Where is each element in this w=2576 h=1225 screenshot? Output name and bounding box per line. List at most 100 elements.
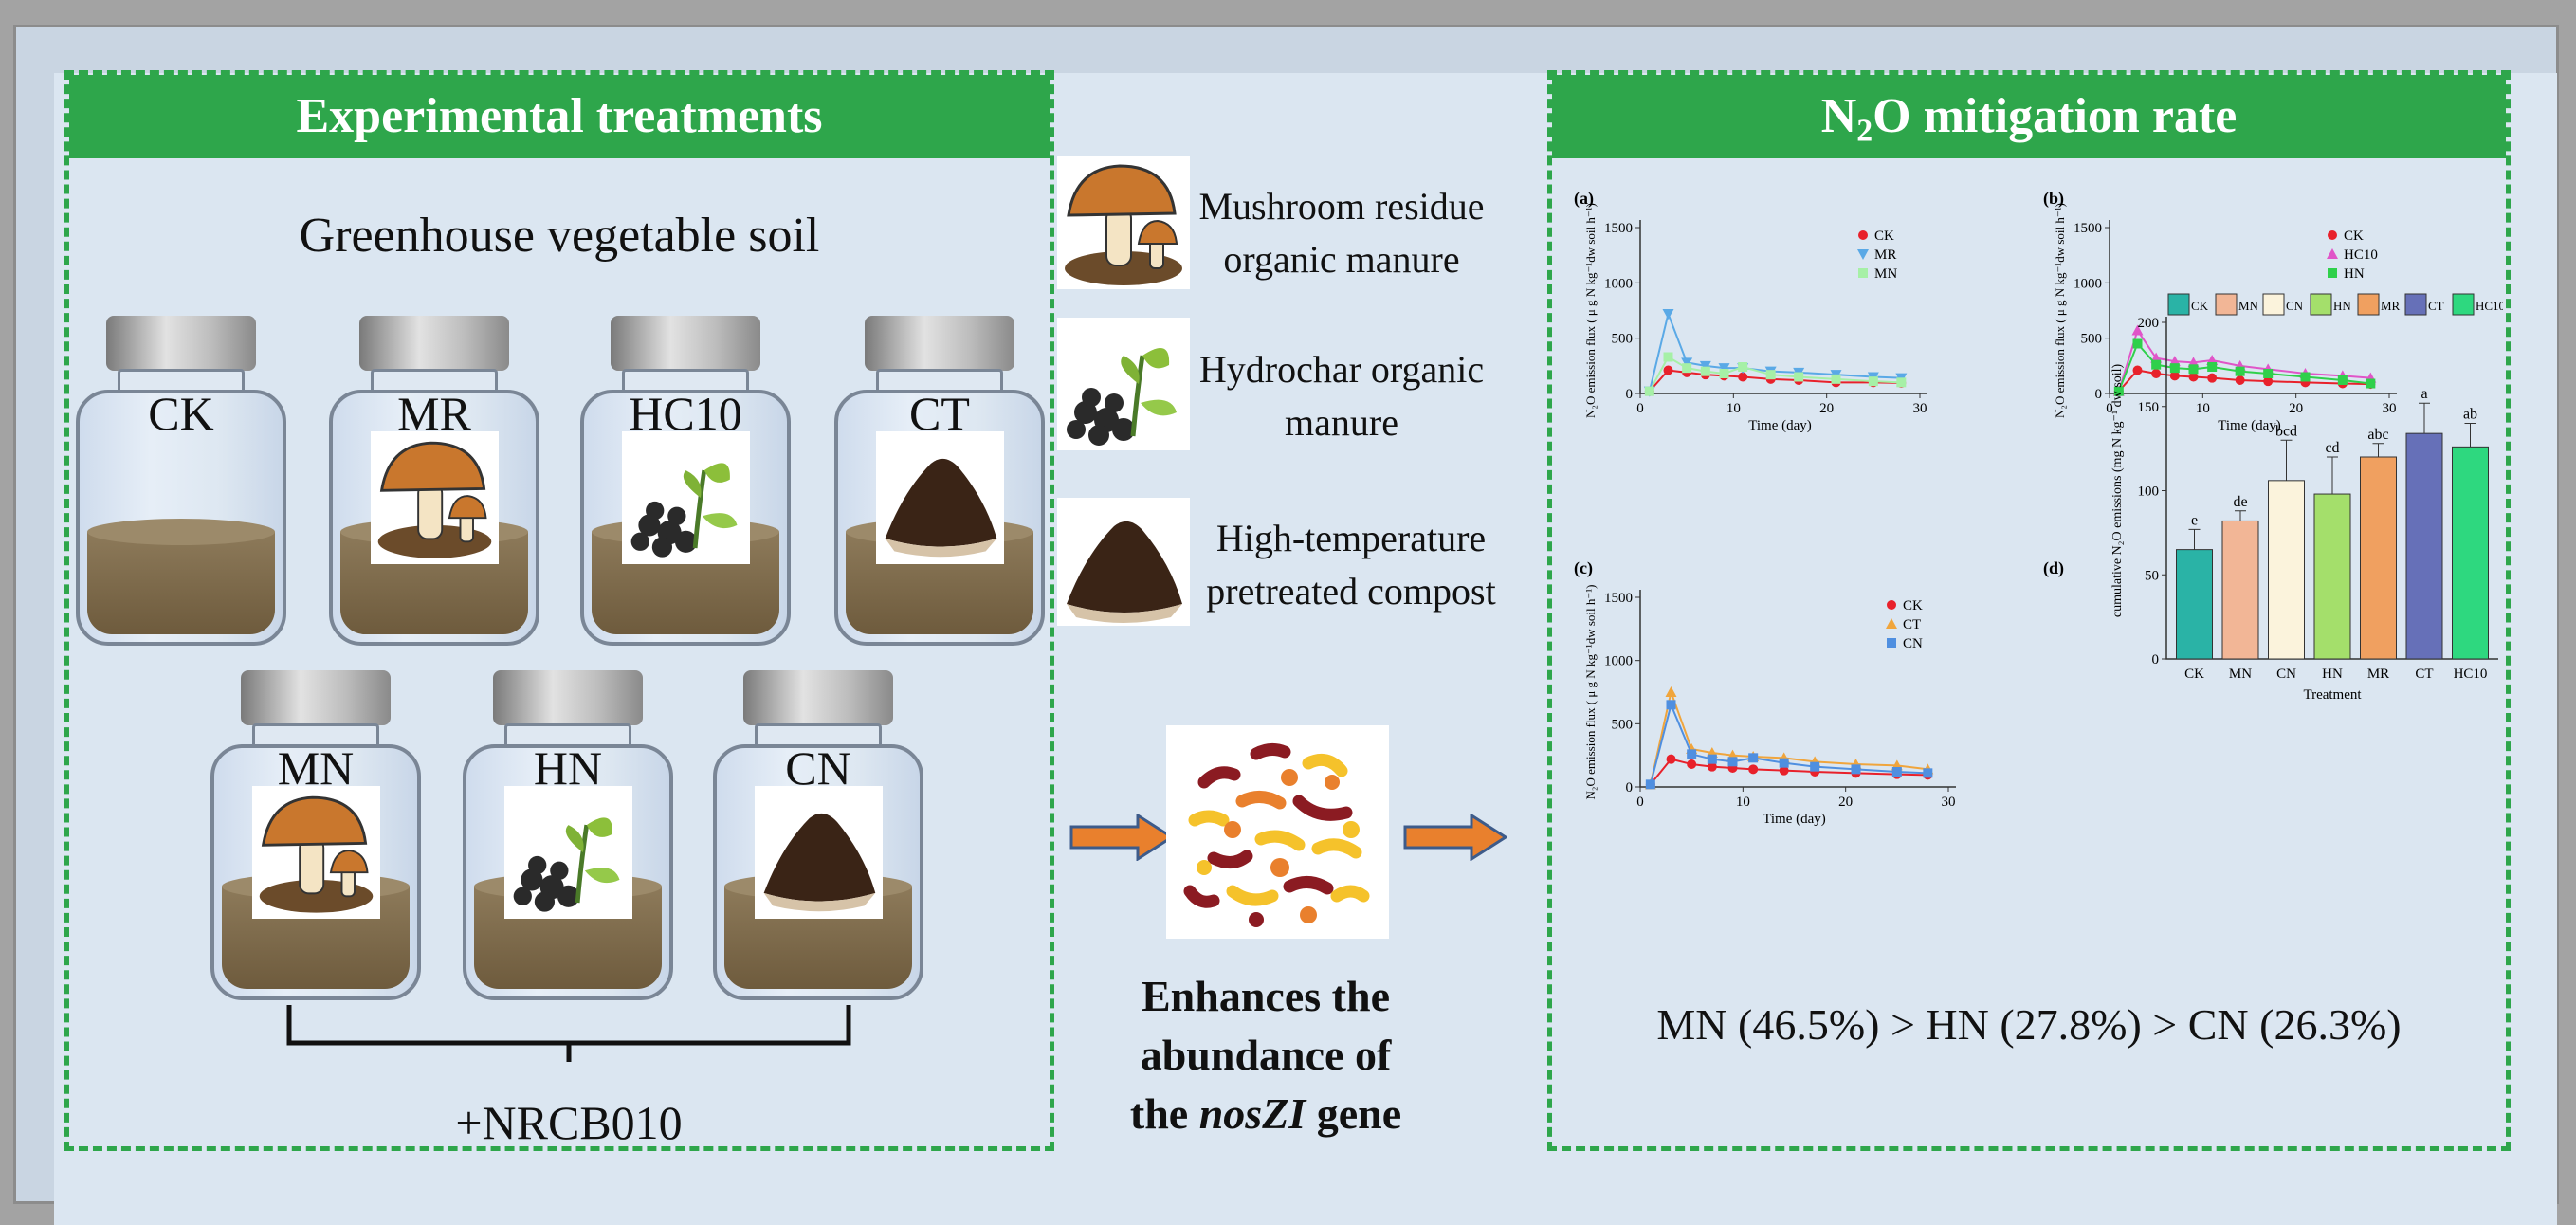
error-bar [2327, 456, 2338, 495]
data-point-cn [1666, 700, 1676, 710]
data-point-mn [1663, 352, 1673, 362]
legend-label-mn: MN [2238, 299, 2259, 313]
y-axis-title: cumulative N₂O emissions (mg N kg⁻¹ dw s… [2110, 364, 2125, 618]
gene-text-prefix: the [1129, 1089, 1199, 1138]
jar-body: HC10 [580, 390, 791, 646]
data-point-cn [1923, 768, 1933, 778]
data-point-hn [2235, 366, 2245, 376]
y-tick-label: 150 [2138, 400, 2160, 415]
data-point-mn [1765, 370, 1776, 380]
jar-lid [865, 316, 1014, 371]
y-tick-label: 0 [1626, 780, 1634, 795]
error-bar [2419, 402, 2430, 434]
legend-label-mn: MN [1874, 266, 1897, 282]
error-bar [2235, 510, 2246, 521]
compost-icon [755, 786, 883, 919]
data-point-hc10 [2131, 324, 2144, 336]
x-tick-label: 30 [1913, 401, 1927, 416]
mitigation-panel: N2O mitigation rate MN (46.5%) > HN (27.… [1547, 70, 2511, 1151]
outer-frame [13, 25, 2559, 1225]
legend-marker-cn [1887, 638, 1896, 648]
x-tick-label: 30 [1942, 795, 1956, 810]
legend-label-ck: CK [2191, 299, 2209, 313]
data-point-hn [2169, 363, 2180, 374]
jar-body: HN [463, 744, 673, 1000]
y-tick-label: 1000 [1604, 276, 1633, 291]
x-tick-label: 0 [2106, 401, 2113, 416]
bacteria-community-icon [1166, 725, 1389, 939]
x-axis-title: Treatment [2303, 687, 2362, 703]
x-tick-label: 10 [1736, 795, 1750, 810]
data-point-cn [1891, 767, 1902, 777]
data-point-ck [1707, 761, 1717, 772]
data-point-ck [2151, 369, 2162, 378]
data-point-mn [1831, 374, 1841, 384]
data-point-hn [2151, 359, 2162, 370]
gene-name: nosZI [1198, 1089, 1306, 1138]
legend-label-hc10: HC10 [2476, 299, 2503, 313]
mushroom-label-line1: Mushroom residue [1198, 185, 1485, 228]
x-tick-label: MN [2229, 667, 2252, 682]
data-point-mn [1794, 372, 1804, 382]
data-point-cn [1645, 779, 1655, 790]
x-tick-label: 20 [2289, 401, 2303, 416]
compost-pile-icon [1057, 498, 1190, 626]
x-axis-title: Time (day) [1748, 418, 1812, 433]
y-axis-title: N₂O emission flux ( μ g N kg⁻¹dw soil h⁻… [2053, 203, 2067, 418]
bar-ct [2405, 432, 2443, 660]
data-point-cn [1779, 758, 1789, 768]
mushroom-icon [252, 786, 380, 919]
x-axis-title: Time (day) [1763, 812, 1826, 827]
jar-lid [241, 670, 391, 725]
mushroom-icon [371, 431, 499, 564]
x-tick-label: HN [2322, 667, 2343, 682]
jar-lid [611, 316, 760, 371]
bracket [286, 1005, 851, 1062]
legend-label-mr: MR [2381, 299, 2401, 313]
jar-body: MN [210, 744, 421, 1000]
legend-label-ck: CK [2344, 229, 2364, 244]
jar-neck [876, 369, 1003, 393]
jar-lid [106, 316, 256, 371]
legend-label-mr: MR [1874, 247, 1896, 263]
data-point-mn [1738, 362, 1748, 372]
bar-cn [2268, 480, 2305, 660]
legend-swatch-cn [2262, 293, 2285, 316]
y-tick-label: 0 [1626, 387, 1634, 402]
x-tick-label: 0 [1636, 401, 1644, 416]
data-point-mn [1896, 377, 1907, 388]
y-tick-label: 1000 [2074, 276, 2102, 291]
hydrochar-label-line2: manure [1285, 401, 1398, 444]
data-point-ck [1748, 764, 1759, 775]
legend-marker-mr [1857, 249, 1869, 260]
panel-letter: (b) [2043, 189, 2064, 209]
data-point-ck [2207, 373, 2218, 383]
legend-label-hn: HN [2333, 299, 2351, 313]
mushroom-label: Mushroom residue organic manure [1190, 180, 1493, 286]
data-point-cn [1748, 753, 1759, 763]
bar-ck [2176, 549, 2213, 660]
legend-swatch-hc10 [2452, 293, 2475, 316]
data-point-mn [1700, 366, 1710, 376]
data-point-cn [1707, 754, 1717, 764]
x-tick-label: 20 [1819, 401, 1834, 416]
legend-label-hn: HN [2344, 266, 2365, 282]
legend-label-ck: CK [1874, 229, 1894, 244]
mitigation-rate-text: MN (46.5%) > HN (27.8%) > CN (26.3%) [1656, 1000, 2402, 1049]
title-n: N [1820, 89, 1857, 143]
y-axis-title: N₂O emission flux ( μ g N kg⁻¹dw soil h⁻… [1583, 585, 1598, 800]
bar-hc10 [2452, 446, 2489, 660]
jar-body: CT [834, 390, 1045, 646]
gene-abundance-text: Enhances the abundance of the nosZI gene [1057, 967, 1474, 1143]
y-axis-title: N₂O emission flux ( μ g N kg⁻¹dw soil h⁻… [1583, 203, 1598, 418]
error-bar [2464, 423, 2476, 448]
data-point-cn [1727, 757, 1738, 767]
data-point-ck [1779, 765, 1789, 776]
title-rest: O mitigation rate [1873, 89, 2238, 143]
data-point-cn [1687, 749, 1697, 759]
error-bar [2188, 528, 2201, 550]
significance-letter: abc [2367, 427, 2388, 443]
error-bar [2372, 443, 2384, 457]
data-point-mn [1644, 386, 1654, 396]
